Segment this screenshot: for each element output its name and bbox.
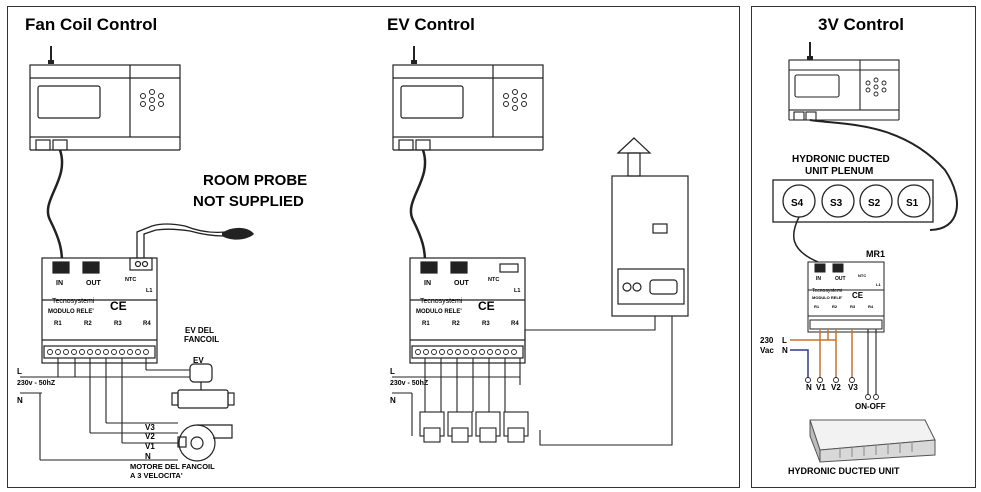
plenum-label-line2: UNIT PLENUM — [805, 166, 874, 177]
ev-wiring — [392, 316, 673, 446]
fc-l1-label: L1 — [146, 288, 152, 294]
terminal-v2: V2 — [831, 383, 841, 392]
fc-brand: Tecnosystemi — [52, 298, 95, 305]
3v-terminal-circles — [805, 377, 879, 400]
fc-r2: R2 — [84, 321, 92, 327]
3v-antenna — [806, 41, 814, 61]
fc-ce: CE — [110, 299, 127, 313]
plenum-icon — [772, 179, 934, 223]
ev-antenna — [410, 45, 418, 65]
fan-motor-icon — [177, 424, 233, 462]
fc-cable — [46, 149, 64, 263]
fc-in-label: IN — [56, 280, 63, 287]
probe-label-line2: NOT SUPPLIED — [193, 193, 304, 210]
3v-r1: R1 — [814, 304, 820, 309]
supply-l: L — [782, 336, 787, 345]
fc-r1: R1 — [54, 321, 62, 327]
fc-line-n: N — [17, 396, 23, 405]
ev-relay-module — [409, 257, 526, 364]
probe-wire — [136, 223, 226, 258]
wire-v2-label: V2 — [145, 432, 155, 441]
ev-ce: CE — [478, 299, 495, 313]
fc-controller — [29, 64, 181, 151]
port-s2: S2 — [868, 198, 881, 209]
3v-model: MODULO RELE' — [812, 295, 843, 300]
relay-tag: MR1 — [866, 249, 886, 259]
fc-wiring — [20, 358, 190, 461]
fc-model: MODULO RELE' — [48, 309, 94, 315]
supply-vac: Vac — [760, 346, 774, 355]
ev-control-title: EV Control — [387, 15, 475, 34]
wire-v1-label: V1 — [145, 442, 155, 451]
motor-label-line2: A 3 VELOCITA' — [130, 471, 183, 480]
ducted-unit-icon — [809, 419, 936, 463]
3v-r3: R3 — [850, 304, 856, 309]
unit-label: HYDRONIC DUCTED UNIT — [788, 466, 900, 476]
terminal-v1: V1 — [816, 383, 826, 392]
3v-r2: R2 — [832, 304, 838, 309]
ev-brand: Tecnosystemi — [420, 298, 463, 305]
3v-controller — [788, 59, 900, 121]
terminal-v3: V3 — [848, 383, 858, 392]
terminal-n: N — [806, 383, 812, 392]
wire-v3-label: V3 — [145, 423, 155, 432]
fc-line-l: L — [17, 367, 22, 376]
3v-l1-label: L1 — [876, 282, 881, 287]
three-v-title: 3V Control — [818, 15, 904, 34]
3v-wiring — [790, 329, 877, 395]
onoff-label: ON-OFF — [855, 402, 886, 411]
ev-line-n: N — [390, 396, 396, 405]
ev-out-label: OUT — [454, 280, 470, 287]
fc-ntc-label: NTC — [125, 277, 136, 283]
boiler-icon — [611, 137, 689, 317]
port-s4: S4 — [791, 198, 804, 209]
ev-r3: R3 — [482, 321, 490, 327]
supply-230: 230 — [760, 336, 774, 345]
port-s1: S1 — [906, 198, 919, 209]
probe-label-line1: ROOM PROBE — [203, 172, 308, 189]
3v-out-label: OUT — [835, 276, 846, 282]
plenum-label-line1: HYDRONIC DUCTED — [792, 154, 890, 165]
ev-supply: 230v - 50hZ — [390, 380, 429, 387]
fc-r4: R4 — [143, 321, 151, 327]
3v-r4: R4 — [868, 304, 874, 309]
ev-relay-terminals — [415, 349, 517, 355]
ev-line-l: L — [390, 367, 395, 376]
fc-r3: R3 — [114, 321, 122, 327]
3v-cable — [809, 119, 958, 231]
fc-out-label: OUT — [86, 280, 102, 287]
ev-l1-label: L1 — [514, 288, 520, 294]
ev-r2: R2 — [452, 321, 460, 327]
wire-n-label: N — [145, 452, 151, 461]
port-s3: S3 — [830, 198, 843, 209]
3v-relay-module — [807, 261, 885, 333]
fc-relay-module — [41, 257, 158, 364]
fan-coil-title: Fan Coil Control — [25, 15, 158, 34]
ev-in-label: IN — [424, 280, 431, 287]
valve-label-line1: EV DEL — [185, 326, 214, 335]
fc-supply: 230v - 50hZ — [17, 380, 56, 387]
3v-ntc-label: NTC — [858, 273, 866, 278]
fc-relay-terminals — [47, 349, 149, 355]
ev-model: MODULO RELE' — [416, 309, 462, 315]
ev-controller — [392, 64, 544, 151]
valve-label-line2: FANCOIL — [184, 335, 220, 344]
ev-cable — [409, 149, 427, 263]
ev-ntc-label: NTC — [488, 277, 499, 283]
3v-ce: CE — [852, 291, 864, 300]
ev-actuators — [419, 411, 529, 443]
motor-label-line1: MOTORE DEL FANCOIL — [130, 462, 215, 471]
3v-in-label: IN — [816, 276, 821, 282]
supply-n: N — [782, 346, 788, 355]
3v-brand: Tecnosystemi — [812, 288, 842, 294]
fc-antenna — [47, 45, 55, 65]
room-probe-icon — [222, 227, 254, 240]
ev-r4: R4 — [511, 321, 519, 327]
ev-r1: R1 — [422, 321, 430, 327]
valve-tag: EV — [193, 356, 204, 365]
fc-ev-valve — [171, 363, 235, 409]
